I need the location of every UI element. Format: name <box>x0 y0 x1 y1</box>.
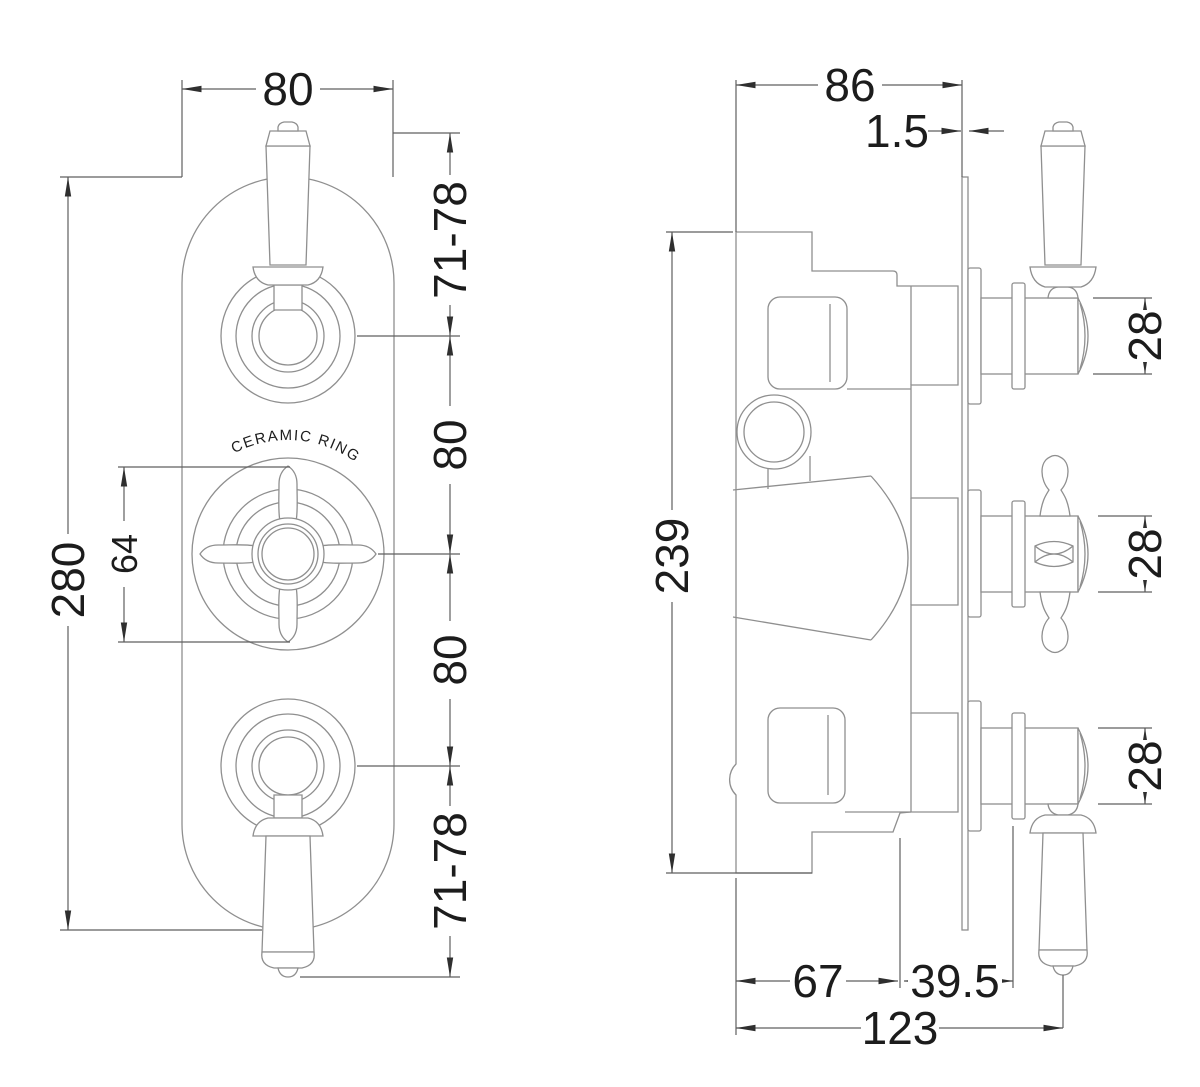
front-top-control <box>220 121 356 404</box>
side-bottom-flange <box>967 700 982 832</box>
side-view: 86 1.5 239 28 28 <box>646 59 1171 1054</box>
dim-handle-ring-diameter: 64 <box>104 534 145 574</box>
dim-body-width: 86 <box>824 59 875 111</box>
front-bottom-lever-tip <box>277 967 299 978</box>
front-bottom-lever-collar <box>252 817 324 837</box>
dim-middle-handle-diameter: 28 <box>1119 528 1171 579</box>
dim-body-height: 239 <box>646 518 698 595</box>
side-top-flange <box>967 267 982 405</box>
side-bottom-lever <box>1029 803 1097 976</box>
dim-body-front-to-collar: 39.5 <box>910 955 1000 1007</box>
dim-bottom-handle-diameter: 28 <box>1119 740 1171 791</box>
front-top-lever-cap <box>265 130 311 147</box>
side-valve-body <box>728 231 959 874</box>
front-top-lever-stem <box>273 284 303 311</box>
side-middle-flange <box>967 489 982 618</box>
front-bottom-lever-cap <box>261 951 315 969</box>
side-bottom-cartridge <box>980 712 1089 820</box>
ceramic-ring-label: CERAMIC RING <box>229 427 364 466</box>
front-middle-control: CERAMIC RING <box>191 427 385 651</box>
dim-lower-control-spacing: 80 <box>424 634 476 685</box>
side-lower-port <box>767 707 846 804</box>
front-top-lever-tip <box>277 121 299 132</box>
front-bottom-lever-body <box>261 835 315 953</box>
dim-plate-width: 80 <box>262 63 313 115</box>
front-bottom-lever-stem <box>273 794 303 819</box>
dim-bottom-handle-travel: 71-78 <box>424 812 476 930</box>
front-top-lever-body <box>265 145 311 266</box>
side-cross-handle <box>1034 454 1074 654</box>
front-view: CERAMIC RING 80 280 <box>42 63 476 978</box>
side-top-lever <box>1029 121 1097 299</box>
side-pipe-boss <box>736 394 812 470</box>
side-cartridge-cone <box>732 475 909 641</box>
side-upper-port <box>767 296 848 390</box>
side-dimensions: 86 1.5 239 28 28 <box>646 59 1171 1054</box>
dim-wall-to-body-front: 67 <box>792 955 843 1007</box>
dim-plate-height: 280 <box>42 542 94 619</box>
front-top-lever-collar <box>252 266 324 286</box>
front-dimensions: 80 280 64 71-78 80 <box>42 63 476 978</box>
dim-total-projection: 123 <box>862 1002 939 1054</box>
dim-top-handle-diameter: 28 <box>1119 310 1171 361</box>
dim-top-handle-travel: 71-78 <box>424 181 476 299</box>
dim-plate-thickness: 1.5 <box>865 105 929 157</box>
side-top-cartridge <box>980 282 1089 390</box>
front-bottom-control <box>220 698 356 978</box>
dim-upper-control-spacing: 80 <box>424 419 476 470</box>
side-wall-plate <box>961 176 969 931</box>
